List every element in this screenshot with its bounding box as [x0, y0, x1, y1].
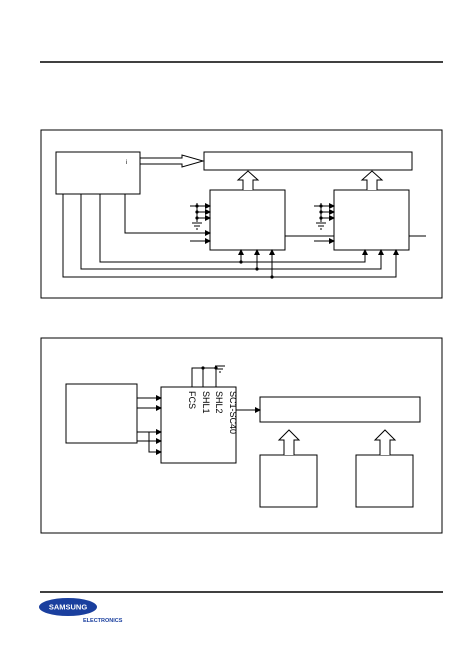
diagram-2-frame — [40, 337, 443, 534]
diagram-2 — [40, 337, 443, 534]
pin-label-shl2: SHL2 — [214, 391, 224, 414]
bus-arrow — [139, 154, 205, 168]
logo-tagline-text: ELECTRONICS — [83, 618, 123, 624]
up-arrow-2 — [360, 170, 384, 190]
driver-ic-block — [160, 386, 237, 464]
controller-block — [55, 151, 141, 195]
up-arrow-3 — [277, 429, 301, 455]
lcd-panel-block-2 — [355, 454, 414, 508]
pin-label-fcs: FCS — [187, 391, 197, 409]
logo-brand-text: SAMSUNG — [49, 603, 88, 612]
diagram-1-junctions — [195, 204, 323, 279]
controller-mark: i — [126, 160, 127, 166]
up-arrow-4 — [373, 429, 397, 455]
lcd-panel-block-1 — [259, 454, 318, 508]
output-bus-block — [203, 151, 413, 171]
pin-label-shl1: SHL1 — [201, 391, 211, 414]
diagram-1-frame — [40, 129, 443, 299]
samsung-logo: SAMSUNG ELECTRONICS — [39, 598, 123, 624]
mcu-block — [65, 383, 138, 444]
samsung-logo-oval — [39, 598, 97, 616]
lcd-segment-bus — [259, 396, 421, 423]
diagram-2-junctions — [201, 366, 218, 370]
driver-block-1 — [209, 189, 286, 251]
driver-block-2 — [333, 189, 410, 251]
pin-label-sc: SC1-SC40 — [228, 391, 238, 434]
diagram-1 — [40, 129, 443, 299]
up-arrow-1 — [236, 170, 260, 190]
